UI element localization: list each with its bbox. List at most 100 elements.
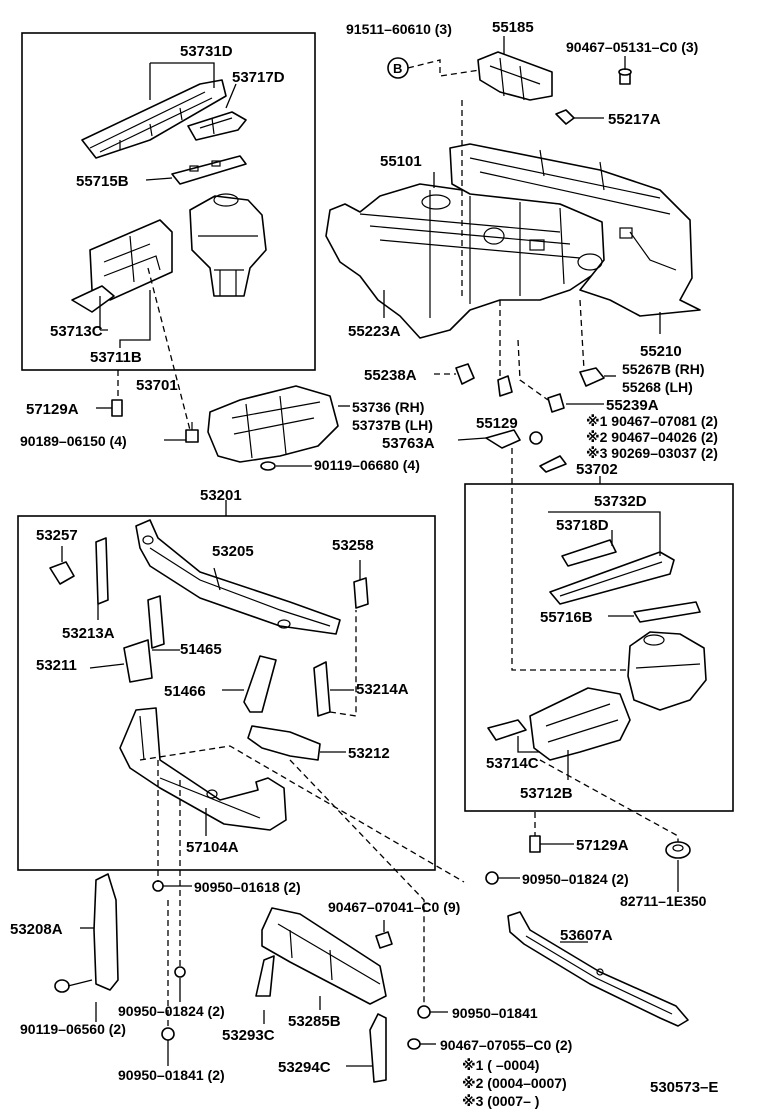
label-90119-06680: 90119–06680 (4) <box>314 457 420 473</box>
part-nut-90950-01618 <box>152 880 164 892</box>
part-suspension-tower-right <box>627 631 707 711</box>
label-55238a: 55238A <box>364 367 417 384</box>
part-bolt-90119-06560 <box>54 979 93 993</box>
part-bolt-90467-05131 <box>618 68 632 85</box>
label-53212: 53212 <box>348 745 390 762</box>
label-90950-01841-r: 90950–01841 <box>452 1005 538 1021</box>
part-grommet-82711 <box>665 841 691 859</box>
label-53293c: 53293C <box>222 1027 275 1044</box>
label-53702: 53702 <box>576 461 618 478</box>
callout-b-marker: B <box>387 57 409 79</box>
label-53712b: 53712B <box>520 785 573 802</box>
label-53201: 53201 <box>200 487 242 504</box>
label-55267b: 55267B (RH) <box>622 361 704 377</box>
part-55716b <box>633 601 701 623</box>
part-53257 <box>49 561 75 585</box>
part-53718d <box>561 539 617 567</box>
part-radiator-support-upper <box>135 519 341 635</box>
label-90950-01841-l: 90950–01841 (2) <box>118 1067 225 1083</box>
label-55715b: 55715B <box>76 173 129 190</box>
label-53701: 53701 <box>136 377 178 394</box>
label-53731d: 53731D <box>180 43 233 60</box>
part-apron-upper-member-right <box>549 551 675 605</box>
part-apron-panel <box>71 219 173 313</box>
label-note-1: ※1 90467–07081 (2) <box>586 413 718 429</box>
leader-lines-bottom <box>80 759 588 1067</box>
part-nut-90950-01824-r <box>485 871 499 885</box>
part-nut-90950-01841-l <box>161 1027 175 1041</box>
footnote-3: ※3 (0007– ) <box>462 1093 539 1109</box>
part-crossmember-53285b <box>261 907 387 1005</box>
label-57129a-right: 57129A <box>576 837 629 854</box>
leader-lines-liner <box>96 405 350 516</box>
label-note-2: ※2 90467–04026 (2) <box>586 429 718 445</box>
part-bolt-90119-06680 <box>260 461 276 471</box>
part-small-plate <box>171 155 247 185</box>
label-90950-01618: 90950–01618 (2) <box>194 879 301 895</box>
label-53211: 53211 <box>36 657 77 674</box>
label-55239a: 55239A <box>606 397 659 414</box>
label-91511-60610: 91511–60610 (3) <box>346 21 452 37</box>
label-53736: 53736 (RH) <box>352 399 424 415</box>
labels: 53731D 53717D 55715B 53713C 53711B 53701… <box>10 19 718 1109</box>
part-brace-53607a <box>507 911 689 1027</box>
part-cowl-panel <box>449 143 701 317</box>
part-53293c <box>255 955 275 997</box>
label-53294c: 53294C <box>278 1059 331 1076</box>
label-53718d: 53718D <box>556 517 609 534</box>
label-53257: 53257 <box>36 527 78 544</box>
label-53205: 53205 <box>212 543 254 560</box>
label-55716b: 55716B <box>540 609 593 626</box>
leader-lines-right <box>517 476 679 892</box>
part-nut-90950-01824-l <box>174 966 186 978</box>
part-small-clip-55217 <box>555 109 575 125</box>
leader-lines-center <box>61 546 465 883</box>
label-53732d: 53732D <box>594 493 647 510</box>
label-53214a: 53214A <box>356 681 409 698</box>
label-53258: 53258 <box>332 537 374 554</box>
part-seal-57129a-left <box>111 399 123 417</box>
part-apron-panel-right <box>487 687 631 761</box>
label-53285b: 53285B <box>288 1013 341 1030</box>
part-53214a <box>313 661 331 717</box>
label-53717d: 53717D <box>232 69 285 86</box>
part-53208a <box>93 873 119 991</box>
part-apron-upper-member <box>81 79 227 159</box>
label-note-3: ※3 90269–03037 (2) <box>586 445 718 461</box>
frame-upper-left <box>21 32 316 371</box>
label-55268: 55268 (LH) <box>622 379 693 395</box>
footnote-1: ※1 ( –0004) <box>462 1057 539 1073</box>
footnote-2: ※2 (0004–0007) <box>462 1075 567 1091</box>
label-53763a: 53763A <box>382 435 435 452</box>
part-dash-top-bracket <box>477 51 553 101</box>
diagram-code: 530573–E <box>650 1079 718 1096</box>
label-53213a: 53213A <box>62 625 115 642</box>
label-53208a: 53208A <box>10 921 63 938</box>
part-radiator-support-lower <box>119 707 287 831</box>
label-53711b: 53711B <box>90 349 142 366</box>
label-51465: 51465 <box>180 641 222 658</box>
label-55210: 55210 <box>640 343 682 360</box>
label-90189-06150: 90189–06150 (4) <box>20 433 127 449</box>
label-90950-01824-r: 90950–01824 (2) <box>522 871 629 887</box>
part-53211 <box>123 595 165 683</box>
label-90950-01824-l: 90950–01824 (2) <box>118 1003 225 1019</box>
label-53714c: 53714C <box>486 755 539 772</box>
label-55217a: 55217A <box>608 111 661 128</box>
part-bolt-90467-07055 <box>407 1038 421 1050</box>
part-seal-57129a-right <box>529 835 541 853</box>
label-53737b: 53737B (LH) <box>352 417 433 433</box>
label-53713c: 53713C <box>50 323 103 340</box>
label-51466: 51466 <box>164 683 206 700</box>
part-bolt-90189 <box>185 422 199 443</box>
part-upper-bracket <box>187 111 247 141</box>
callout-b-label: B <box>393 61 402 76</box>
frame-right <box>464 483 734 812</box>
part-front-fender-liner <box>207 385 339 463</box>
label-57104a: 57104A <box>186 839 239 856</box>
label-82711-1e350: 82711–1E350 <box>620 893 707 909</box>
label-55223a: 55223A <box>348 323 401 340</box>
part-53212 <box>247 725 321 761</box>
label-90467-07055: 90467–07055–C0 (2) <box>440 1037 572 1053</box>
